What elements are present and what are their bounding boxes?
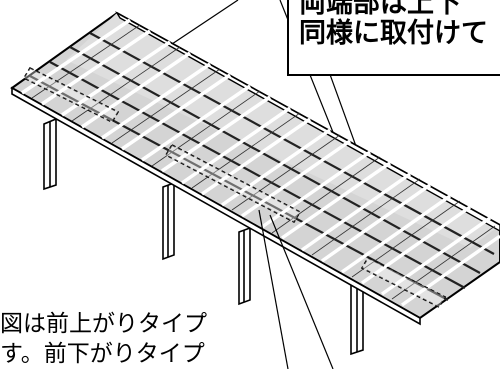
installation-highlight-fill <box>24 68 445 307</box>
callout-text-line-2: 同様に取付けて <box>299 18 488 49</box>
installation-highlights <box>22 66 447 309</box>
callout-text-line-1: 両端部は上下 <box>299 0 461 19</box>
support-posts <box>43 117 364 356</box>
note-text-line-1: 図は前上がりタイプ <box>0 311 207 337</box>
note-text-line-2: す。前下がりタイプ <box>0 341 205 367</box>
callout-box: 両端部は上下 同様に取付けて <box>287 0 500 76</box>
roof-purlins <box>31 24 496 300</box>
roof-grid <box>21 18 500 307</box>
lower-leader-lines <box>258 209 334 369</box>
